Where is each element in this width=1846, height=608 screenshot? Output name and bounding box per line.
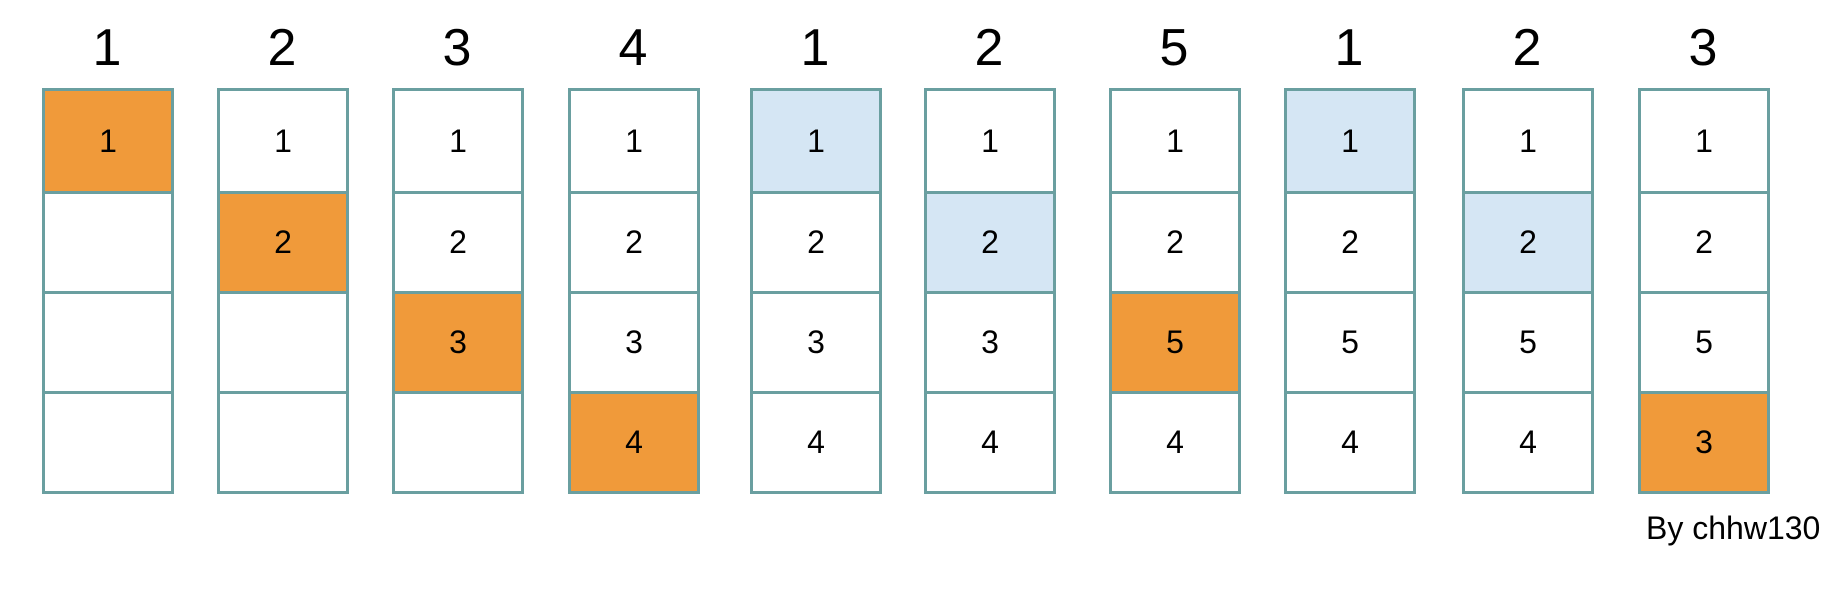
frame-cell: 3 <box>927 291 1053 391</box>
frame-cell: 1 <box>1695 122 1713 159</box>
frame-cell <box>220 291 346 391</box>
reference-page-label: 1 <box>800 19 830 77</box>
reference-page-label: 1 <box>1334 19 1364 77</box>
reference-page-label: 5 <box>1159 19 1189 77</box>
frame-cell-fault: 1 <box>45 91 171 191</box>
frame-cell <box>45 291 171 391</box>
frame-cell: 4 <box>1465 391 1591 491</box>
frame-cell <box>45 391 171 491</box>
frame-cell: 2 <box>571 191 697 291</box>
frame-cell: 1 <box>1166 122 1184 159</box>
frame-cell: 2 <box>753 191 879 291</box>
frame-cell-fault: 4 <box>571 391 697 491</box>
frame-cell <box>220 391 346 491</box>
reference-page-label: 4 <box>618 19 648 77</box>
frame-cell: 1 <box>625 122 643 159</box>
frame-cell: 1 <box>981 122 999 159</box>
frame-cell: 1 <box>449 122 467 159</box>
reference-page-label: 2 <box>1512 19 1542 77</box>
frame-cell-fault: 3 <box>395 291 521 391</box>
frame-cell: 4 <box>1287 391 1413 491</box>
reference-page-label: 2 <box>974 19 1004 77</box>
frame-cell-fault: 5 <box>1112 291 1238 391</box>
author-credit: By chhw130 <box>1646 510 1821 546</box>
frame-cell: 5 <box>1641 291 1767 391</box>
frame-cell-hit: 1 <box>1287 91 1413 191</box>
frame-cell: 2 <box>1641 191 1767 291</box>
reference-page-label: 3 <box>442 19 472 77</box>
frame-cell: 4 <box>927 391 1053 491</box>
frame-cell: 1 <box>274 122 292 159</box>
frame-cell: 2 <box>1112 191 1238 291</box>
frame-cell-hit: 1 <box>753 91 879 191</box>
frame-cell: 2 <box>1287 191 1413 291</box>
reference-page-label: 1 <box>92 19 122 77</box>
frame-cell <box>395 391 521 491</box>
frame-cell <box>45 191 171 291</box>
frame-cell: 5 <box>1287 291 1413 391</box>
frame-cell-hit: 2 <box>1465 191 1591 291</box>
frame-cell: 2 <box>395 191 521 291</box>
frame-cell: 4 <box>1112 391 1238 491</box>
frame-cell: 5 <box>1465 291 1591 391</box>
frame-cell-hit: 2 <box>927 191 1053 291</box>
frame-cell: 3 <box>753 291 879 391</box>
reference-page-label: 3 <box>1688 19 1718 77</box>
frame-cell: 4 <box>753 391 879 491</box>
frame-stack: 1 <box>42 88 174 494</box>
frame-cell-fault: 3 <box>1641 391 1767 491</box>
reference-page-label: 2 <box>267 19 297 77</box>
frame-cell: 1 <box>1519 122 1537 159</box>
frame-cell-fault: 2 <box>220 191 346 291</box>
frame-cell: 3 <box>571 291 697 391</box>
